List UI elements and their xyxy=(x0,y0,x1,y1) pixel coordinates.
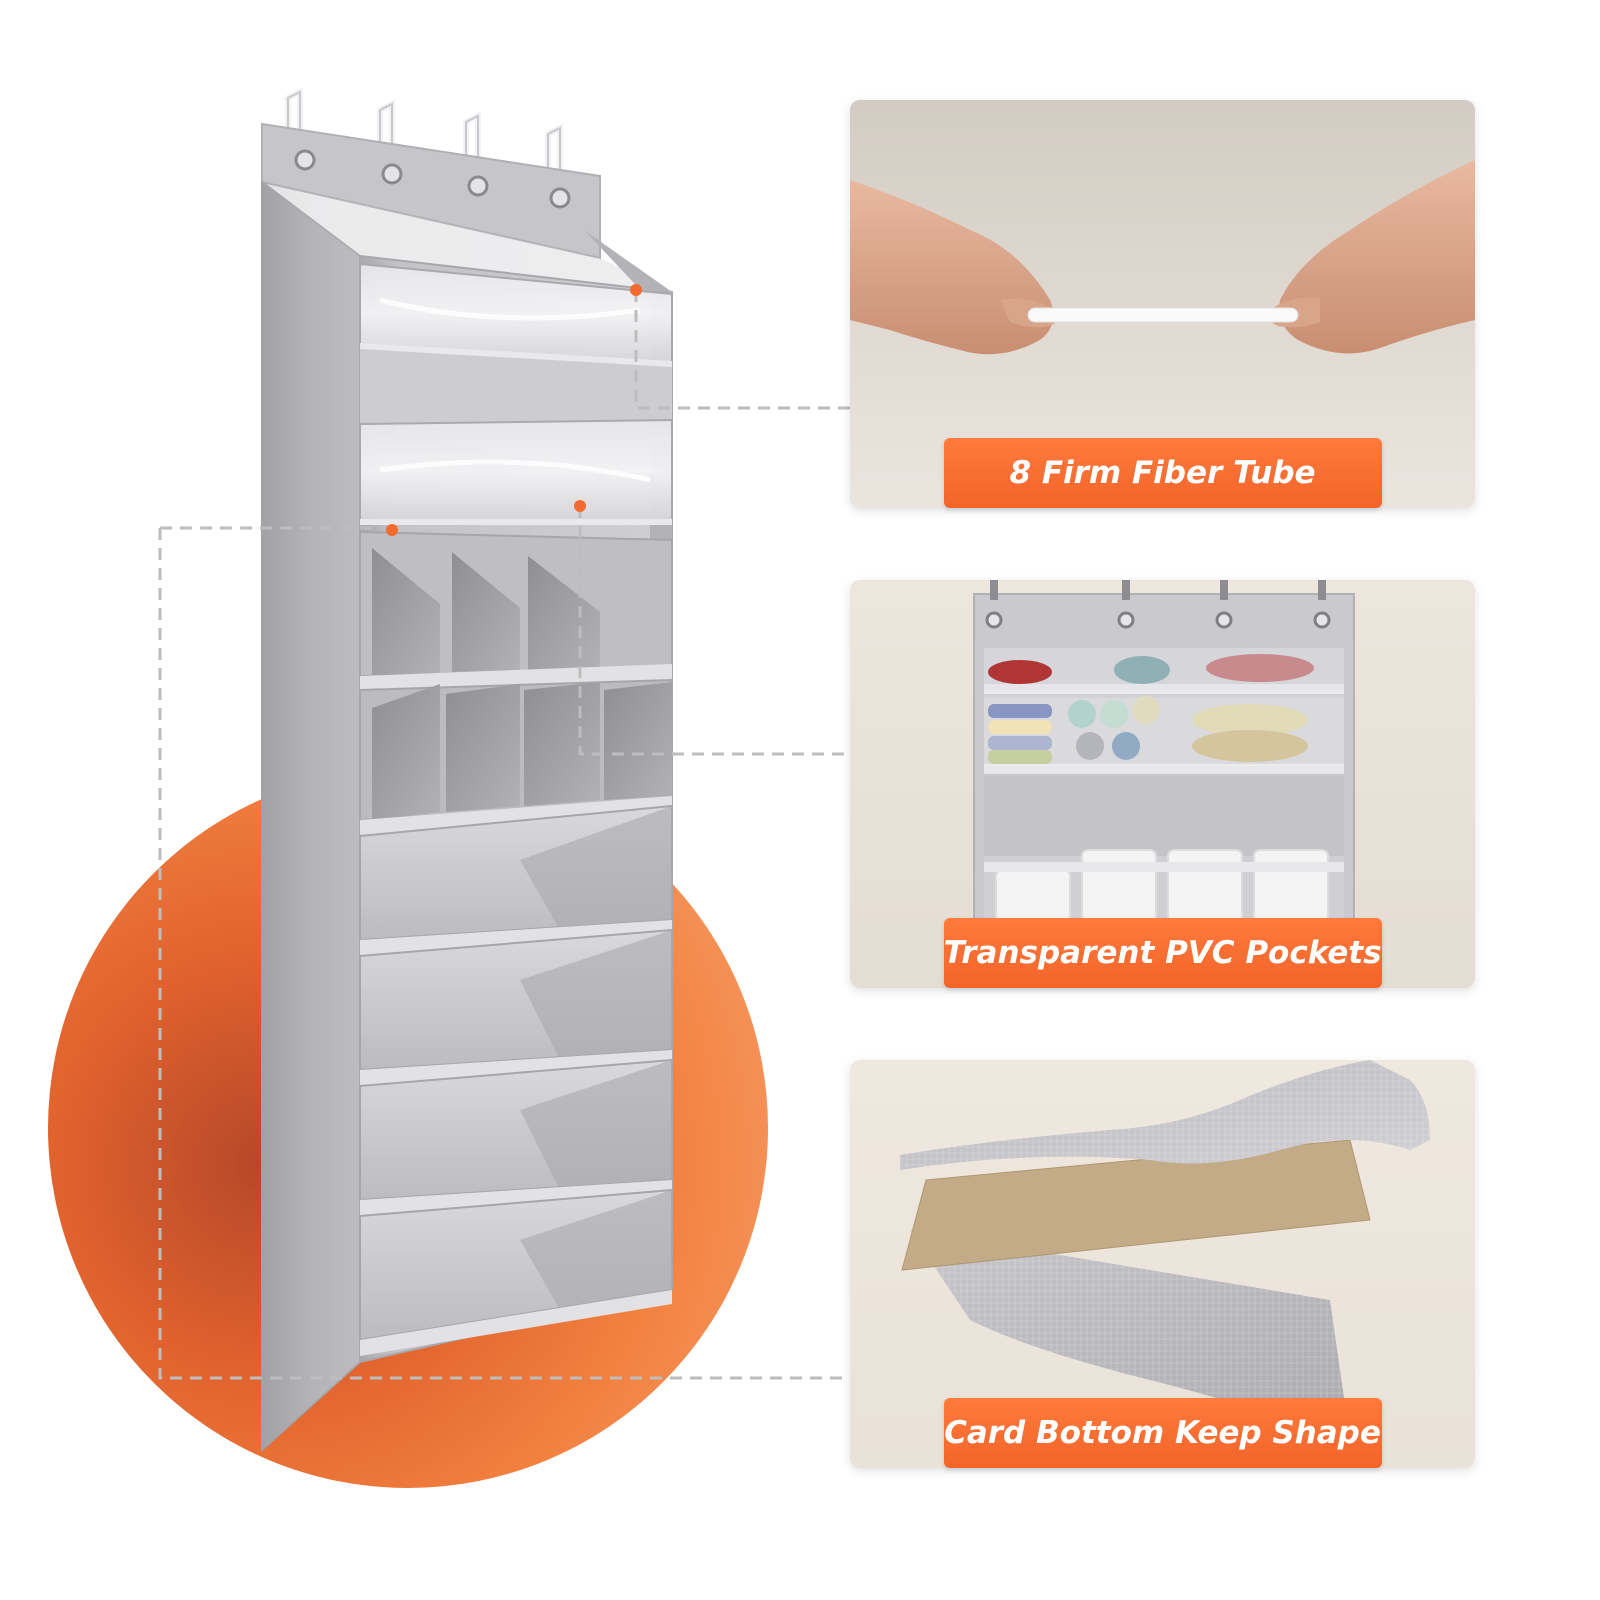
fiber-tube xyxy=(1027,307,1299,323)
pvc-pockets-label: Transparent PVC Pockets xyxy=(943,918,1382,988)
divided-pockets-row-1 xyxy=(359,530,673,690)
large-pockets xyxy=(359,804,673,1356)
clear-pockets xyxy=(359,262,673,525)
fiber-tube-label: 8 Firm Fiber Tube xyxy=(943,438,1382,508)
divided-pockets-row-2 xyxy=(359,678,673,836)
grommets xyxy=(294,149,571,209)
card-bottom-label: Card Bottom Keep Shape xyxy=(943,1398,1382,1468)
